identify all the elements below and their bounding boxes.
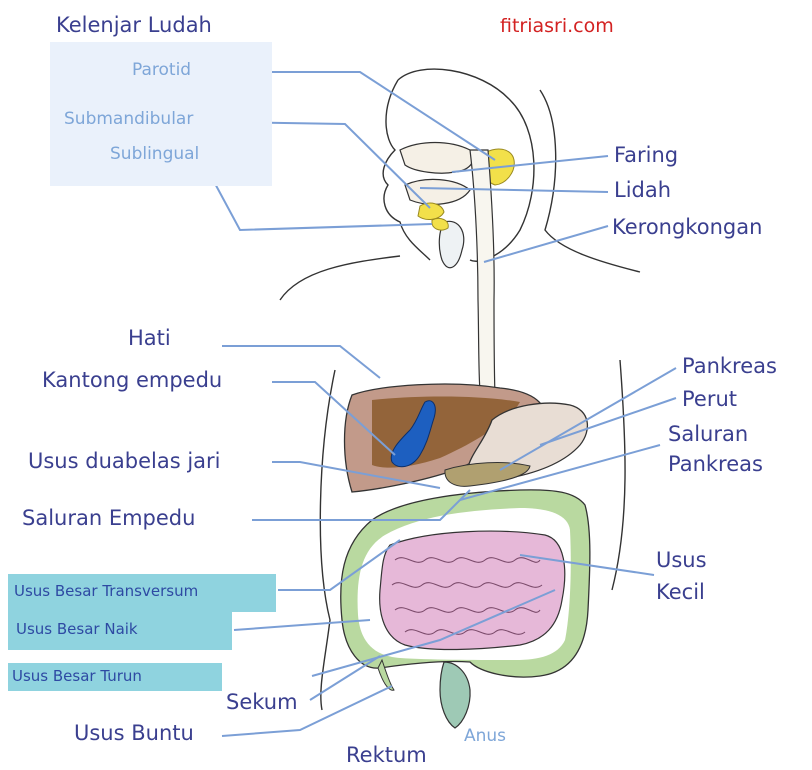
label-kerongkongan: Kerongkongan xyxy=(612,215,762,239)
salivary-gland-title: Kelenjar Ludah xyxy=(56,13,212,37)
label-perut: Perut xyxy=(682,387,737,411)
label-usus-kecil-line2: Kecil xyxy=(656,580,705,604)
label-submandibular: Submandibular xyxy=(64,109,193,129)
label-kantong-empedu: Kantong empedu xyxy=(42,368,222,392)
label-pankreas: Pankreas xyxy=(682,354,777,378)
left-shoulder xyxy=(280,256,400,300)
label-rektum: Rektum xyxy=(346,743,427,767)
label-usus-besar-turun: Usus Besar Turun xyxy=(12,667,142,685)
right-torso xyxy=(612,360,625,590)
small-intestine xyxy=(380,531,565,649)
left-torso xyxy=(320,370,335,710)
label-usus-kecil-line1: Usus xyxy=(656,548,707,572)
label-usus-besar-naik: Usus Besar Naik xyxy=(16,620,138,638)
rectum xyxy=(440,662,470,728)
label-saluran-pankreas-line2: Pankreas xyxy=(668,452,763,476)
submandibular-gland xyxy=(418,203,444,219)
label-faring: Faring xyxy=(614,143,678,167)
label-parotid: Parotid xyxy=(132,60,191,80)
label-lidah: Lidah xyxy=(614,178,671,202)
label-usus-buntu: Usus Buntu xyxy=(74,721,194,745)
label-usus-duabelas-jari: Usus duabelas jari xyxy=(28,449,221,473)
label-anus: Anus xyxy=(464,726,506,746)
leader-sekum xyxy=(310,656,380,700)
label-sekum: Sekum xyxy=(226,690,298,714)
label-saluran-pankreas-line1: Saluran xyxy=(668,422,748,446)
sublingual-gland xyxy=(432,218,448,230)
mouth-cavity xyxy=(400,143,474,174)
label-hati: Hati xyxy=(128,326,171,350)
esophagus xyxy=(470,150,496,425)
label-usus-besar-transversum: Usus Besar Transversum xyxy=(14,582,198,600)
label-saluran-empedu: Saluran Empedu xyxy=(22,506,195,530)
label-sublingual: Sublingual xyxy=(110,144,199,164)
pancreas xyxy=(445,463,530,487)
leader-hati xyxy=(222,346,380,378)
site-brand: fitriasri.com xyxy=(500,15,614,37)
